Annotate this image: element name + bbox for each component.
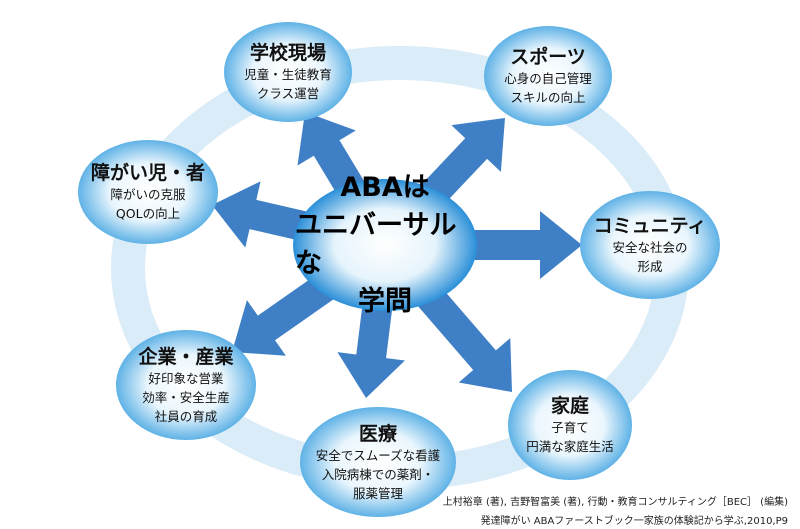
node-title: 家庭 (550, 395, 589, 417)
node-description: クラス運営 (256, 86, 320, 101)
node-business: 企業・産業好印象な営業効率・安全生産社員の育成 (116, 330, 256, 440)
citation-line-2: 発達障がい ABAファーストブック一家族の体験記から学ぶ,2010,P9 (480, 516, 788, 527)
citation-line-1: 上村裕章 (著), 吉野智富美 (著), 行動・教育コンサルティング［BEC］ … (442, 497, 788, 508)
center-line: ABAは (340, 172, 430, 203)
node-school: 学校現場児童・生徒教育クラス運営 (224, 22, 352, 122)
node-school-ellipse (224, 22, 352, 122)
arrow (385, 211, 582, 279)
node-title: 企業・産業 (138, 345, 234, 368)
node-description: QOLの向上 (115, 206, 181, 221)
node-sports: スポーツ心身の自己管理スキルの向上 (484, 26, 612, 126)
node-medical: 医療安全でスムーズな看護入院病棟での薬剤・服薬管理 (300, 407, 456, 517)
center-label: ABAは ユニバーサルな 学問 (295, 172, 475, 317)
node-description: 子育て (551, 420, 589, 435)
node-title: コミュニティ (593, 215, 707, 237)
node-title: 学校現場 (249, 42, 326, 64)
node-description: 障がいの克服 (110, 187, 186, 202)
center-line: ユニバーサルな (295, 210, 457, 279)
node-family: 家庭子育て円満な家庭生活 (508, 370, 632, 480)
node-description: 効率・安全生産 (142, 389, 230, 405)
node-medical-ellipse (300, 407, 456, 517)
node-description: 入院病棟での薬剤・ (321, 466, 435, 482)
node-description: 児童・生徒教育 (244, 67, 332, 82)
node-disability: 障がい児・者障がいの克服 QOLの向上 (78, 140, 218, 244)
node-family-ellipse (508, 370, 632, 480)
center-line: 学問 (358, 286, 412, 317)
node-description: 安全でスムーズな看護 (315, 447, 441, 463)
node-description: 服薬管理 (352, 485, 403, 501)
node-disability-ellipse (78, 140, 218, 244)
node-sports-ellipse (484, 26, 612, 126)
node-business-ellipse (116, 330, 256, 440)
node-community: コミュニティ安全な社会の形成 (580, 191, 720, 299)
node-title: スポーツ (510, 46, 586, 68)
node-community-ellipse (580, 191, 720, 299)
node-description: 円満な家庭生活 (526, 439, 614, 454)
node-description: 心身の自己管理 (504, 71, 592, 86)
node-description: 安全な社会の (612, 240, 688, 255)
node-title: 医療 (358, 422, 397, 445)
node-description: 好印象な営業 (148, 370, 224, 386)
node-description: スキルの向上 (510, 90, 586, 105)
node-description: 形成 (637, 259, 663, 274)
node-title: 障がい児・者 (90, 162, 205, 184)
node-description: 社員の育成 (154, 408, 218, 424)
center-ellipse (293, 179, 477, 311)
